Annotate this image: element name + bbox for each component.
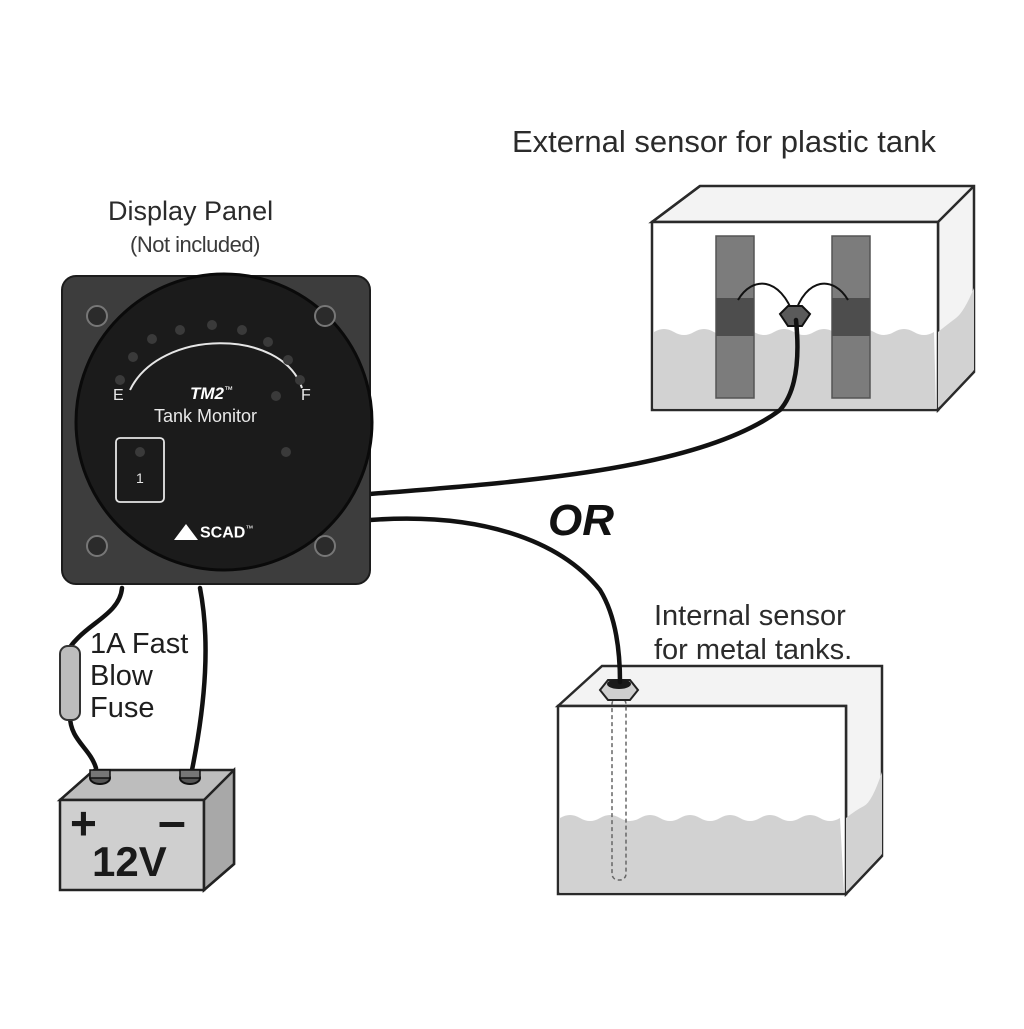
wire-fuse-to-positive bbox=[67, 713, 99, 771]
gauge-led bbox=[175, 325, 185, 335]
wire-to-negative bbox=[189, 585, 208, 773]
panel-screw-bottom-right bbox=[314, 535, 336, 557]
metal-tank-water-side bbox=[846, 772, 882, 892]
gauge-led bbox=[295, 375, 305, 385]
plastic-tank-water-side bbox=[938, 288, 974, 408]
tank-select-led bbox=[135, 447, 145, 457]
sensor-junction bbox=[778, 305, 812, 327]
gauge-full-mark: F bbox=[301, 387, 311, 404]
gauge-leds bbox=[115, 320, 305, 457]
internal-sensor-title-line2: for metal tanks. bbox=[654, 634, 853, 666]
gauge-empty-mark: E bbox=[113, 387, 124, 404]
brand-label: SCAD™ bbox=[200, 524, 253, 542]
battery-voltage-label: 12V bbox=[92, 838, 167, 885]
display-panel-note: (Not included) bbox=[130, 232, 260, 257]
external-sensor-title: External sensor for plastic tank bbox=[512, 124, 936, 159]
display-panel bbox=[61, 272, 374, 585]
brand-text: SCAD bbox=[200, 524, 246, 542]
internal-sensor-title-line1: Internal sensor bbox=[654, 600, 846, 632]
plastic-tank bbox=[648, 184, 976, 414]
wire-to-internal-sensor bbox=[367, 516, 623, 685]
or-label: OR bbox=[548, 496, 614, 545]
battery-plus-label: + bbox=[70, 797, 97, 849]
panel-model-trademark: ™ bbox=[224, 384, 233, 395]
gauge-led bbox=[237, 325, 247, 335]
fuse-label-line3: Fuse bbox=[90, 692, 155, 724]
gauge-led bbox=[147, 334, 157, 344]
sensor-strip-left-pad bbox=[716, 298, 754, 336]
scad-logo-triangle bbox=[174, 524, 198, 540]
panel-face bbox=[74, 272, 374, 572]
sensor-strip-right-pad bbox=[832, 298, 870, 336]
display-panel-title: Display Panel bbox=[108, 196, 274, 226]
gauge-led bbox=[128, 352, 138, 362]
tank-select-button[interactable] bbox=[115, 437, 165, 503]
battery-front bbox=[58, 798, 206, 892]
status-led bbox=[281, 447, 291, 457]
battery-side bbox=[202, 766, 236, 893]
panel-screw-bottom-left bbox=[86, 535, 108, 557]
fuse-body bbox=[59, 645, 81, 721]
battery-minus-label: – bbox=[158, 793, 186, 849]
gauge-led bbox=[115, 375, 125, 385]
panel-model-text: TM2 bbox=[190, 384, 224, 403]
gauge-led bbox=[207, 320, 217, 330]
battery bbox=[56, 766, 236, 893]
panel-screw-top-right bbox=[314, 305, 336, 327]
metal-tank-water bbox=[560, 815, 844, 892]
gauge-led bbox=[283, 355, 293, 365]
gauge-led bbox=[263, 337, 273, 347]
wire-to-external-sensor bbox=[367, 317, 800, 497]
panel-subtitle: Tank Monitor bbox=[154, 406, 258, 426]
wires bbox=[65, 317, 800, 773]
fuse-label-line2: Blow bbox=[90, 660, 153, 692]
metal-tank bbox=[554, 664, 884, 898]
panel-screw-top-left bbox=[86, 305, 108, 327]
fuse-label-line1: 1A Fast bbox=[90, 628, 189, 660]
brand-trademark: ™ bbox=[245, 524, 254, 533]
panel-model-label: TM2™ bbox=[190, 384, 233, 404]
gauge-arc bbox=[129, 342, 303, 391]
tank-select-number: 1 bbox=[136, 470, 144, 486]
gauge-led bbox=[271, 391, 281, 401]
